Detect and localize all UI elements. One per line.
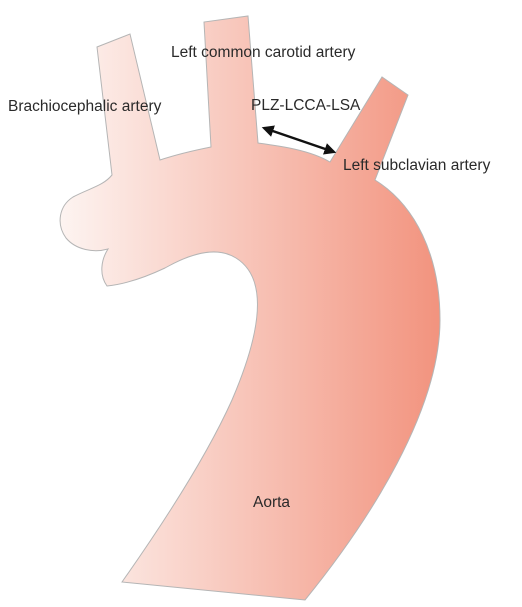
aorta-label: Aorta	[253, 494, 290, 511]
plz-lcca-lsa-label: PLZ-LCCA-LSA	[251, 97, 361, 114]
brachiocephalic-artery-label: Brachiocephalic artery	[8, 98, 162, 115]
left-subclavian-artery-label: Left subclavian artery	[343, 157, 491, 174]
left-common-carotid-artery-label: Left common carotid artery	[171, 44, 356, 61]
